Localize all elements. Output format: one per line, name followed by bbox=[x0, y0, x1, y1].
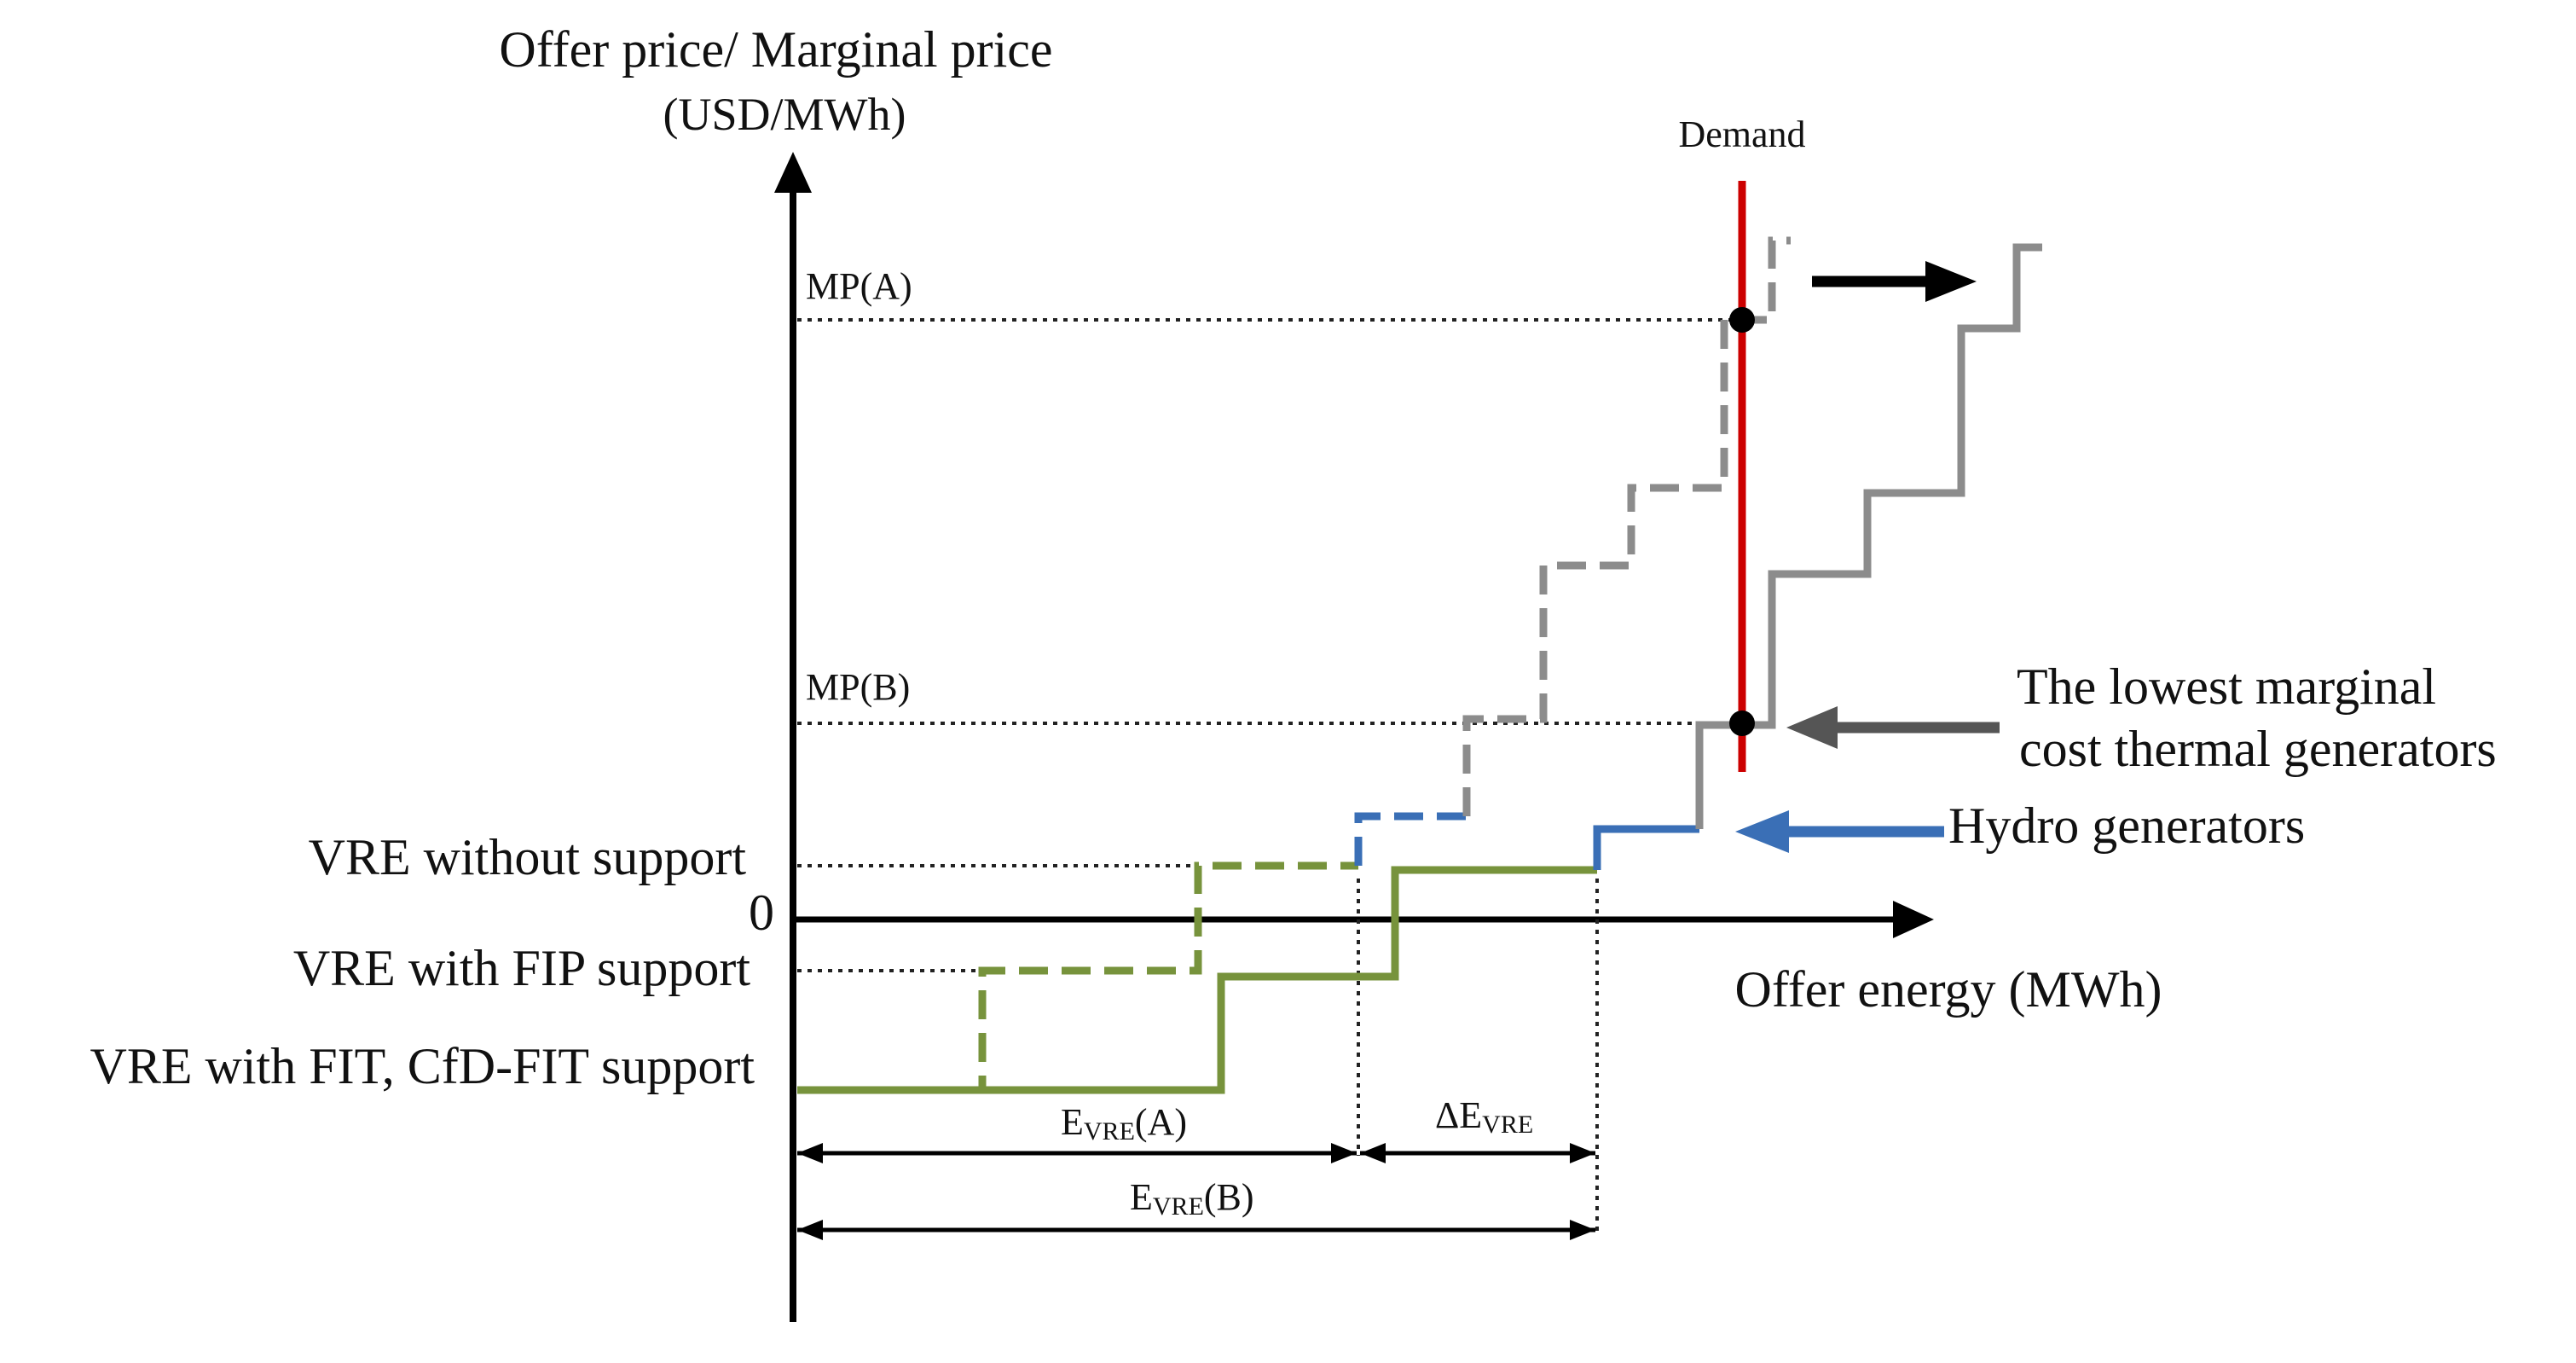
equilibrium-point-a bbox=[1729, 307, 1755, 333]
vre-fit-support-label: VRE with FIT, CfD-FIT support bbox=[90, 1038, 755, 1094]
e-vre-b-dimension bbox=[797, 1220, 1595, 1240]
vre-without-support-label: VRE without support bbox=[309, 829, 747, 885]
zero-label: 0 bbox=[749, 884, 774, 941]
thermal-generators-label-line2: cost thermal generators bbox=[2019, 721, 2497, 777]
vre-fip-support-label: VRE with FIP support bbox=[293, 940, 750, 996]
demand-label: Demand bbox=[1678, 113, 1805, 155]
hydro-pointer-arrow-icon bbox=[1735, 810, 1944, 853]
x-axis bbox=[793, 901, 1934, 938]
thermal-curve-case-b bbox=[1695, 243, 2042, 829]
delta-e-vre-dimension bbox=[1360, 1143, 1595, 1163]
e-vre-b-label: EVRE(B) bbox=[1130, 1176, 1254, 1221]
x-axis-title: Offer energy (MWh) bbox=[1735, 961, 2162, 1018]
hydro-generators-label: Hydro generators bbox=[1948, 798, 2305, 854]
e-vre-a-label: EVRE(A) bbox=[1061, 1101, 1187, 1146]
delta-e-vre-label: ΔEVRE bbox=[1435, 1094, 1533, 1139]
y-axis bbox=[774, 152, 812, 1322]
thermal-pointer-arrow-icon bbox=[1786, 706, 2000, 749]
y-axis-unit: (USD/MWh) bbox=[663, 89, 906, 140]
shift-arrow-icon bbox=[1812, 261, 1977, 302]
mp-b-label: MP(B) bbox=[806, 666, 910, 708]
y-axis-title: Offer price/ Marginal price bbox=[499, 21, 1052, 78]
thermal-curve-case-a bbox=[1462, 236, 1791, 816]
equilibrium-point-b bbox=[1729, 710, 1755, 736]
hydro-curve-case-a bbox=[1354, 812, 1467, 866]
reference-dotted-lines bbox=[797, 318, 1740, 1237]
mp-a-label: MP(A) bbox=[806, 265, 912, 307]
e-vre-a-dimension bbox=[797, 1143, 1357, 1163]
hydro-curve-case-b bbox=[1593, 825, 1699, 870]
thermal-generators-label-line1: The lowest marginal bbox=[2017, 658, 2436, 715]
vre-curve-case-b bbox=[797, 866, 1597, 1094]
